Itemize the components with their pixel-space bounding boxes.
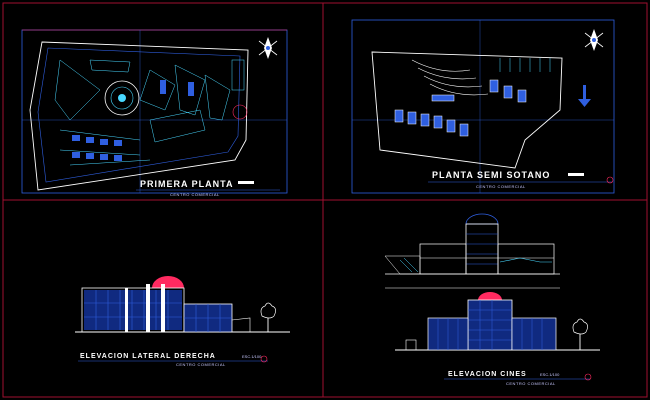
- title-underline-mark: [568, 173, 584, 176]
- floor-plan-inner: [37, 47, 241, 183]
- plan-marker: [606, 176, 614, 184]
- sheet-elevacion-lateral-derecha[interactable]: ELEVACION LATERAL DERECHA ESC.1/100 CENT…: [75, 276, 290, 367]
- sheet-elevacion-cines[interactable]: ELEVACION CINES ESC.1/100 CENTRO COMERCI…: [384, 213, 600, 386]
- facade-mullions: [84, 290, 182, 330]
- tree-icon: [260, 302, 276, 332]
- dome-icon: [152, 276, 184, 288]
- tower-lines: [468, 300, 512, 350]
- floor-plan-interior: [54, 59, 245, 166]
- sheet-title: PRIMERA PLANTA: [140, 179, 234, 189]
- north-arrow-icon: [258, 37, 278, 59]
- plan-marker: [584, 373, 592, 381]
- sheet-planta-semi-sotano[interactable]: PLANTA SEMI SOTANO CENTRO COMERCIAL: [351, 19, 615, 194]
- sheet-primera-planta[interactable]: PRIMERA PLANTA CENTRO COMERCIAL: [21, 29, 288, 197]
- sheet-title: PLANTA SEMI SOTANO: [432, 170, 550, 180]
- floor-plan-furniture: [72, 80, 194, 161]
- cinema-tower: [467, 299, 513, 351]
- rotunda: [104, 80, 140, 116]
- parked-cars: [394, 79, 527, 137]
- plan-marker: [260, 355, 268, 363]
- sheet-subtitle: CENTRO COMERCIAL: [170, 192, 220, 197]
- sheet-border: [351, 19, 615, 194]
- side-wing-mullions: [184, 304, 232, 332]
- sheet-scale: ESC.1/100: [242, 354, 262, 359]
- kiosk: [405, 339, 417, 351]
- dome-icon: [478, 292, 502, 300]
- floor-plan-outline: [371, 51, 563, 169]
- building-section: [384, 213, 560, 289]
- sheet-title: ELEVACION CINES: [448, 371, 527, 378]
- right-wing: [511, 317, 557, 351]
- sheet-subtitle: CENTRO COMERCIAL: [176, 362, 226, 367]
- wing-mullions: [437, 318, 543, 350]
- direction-arrow-shaft: [583, 85, 586, 99]
- north-arrow-icon: [584, 29, 604, 51]
- facade-glazing: [84, 290, 182, 330]
- sheet-subtitle: CENTRO COMERCIAL: [506, 381, 556, 386]
- plan-marker: [232, 104, 248, 120]
- down-arrow-icon: [578, 99, 591, 107]
- floor-plan-outline: [29, 41, 249, 191]
- title-underline-mark: [238, 181, 254, 184]
- ramp-curves: [411, 59, 489, 96]
- sheet-title: ELEVACION LATERAL DERECHA: [80, 353, 216, 360]
- sheet-subtitle: CENTRO COMERCIAL: [476, 184, 526, 189]
- parking-stripes: [499, 58, 551, 72]
- sheet-scale: ESC.1/100: [540, 372, 560, 377]
- facade-columns: [125, 284, 165, 332]
- tree-icon: [572, 318, 588, 350]
- entry-canopy: [231, 317, 251, 332]
